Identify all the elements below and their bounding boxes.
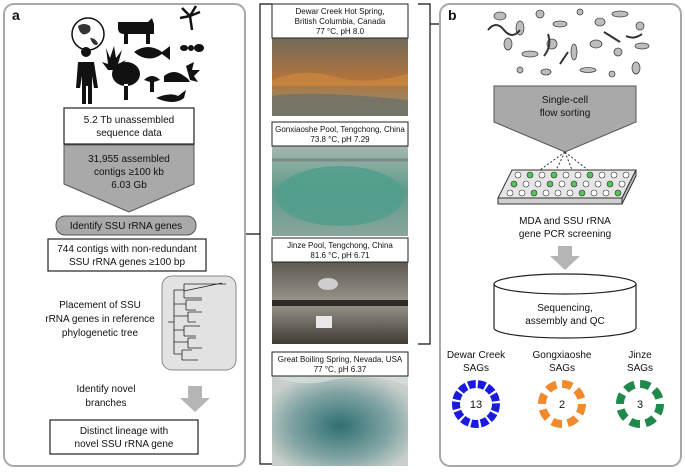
placement-line3: phylogenetic tree: [62, 328, 139, 339]
right-bracket: [418, 3, 440, 345]
sag-group-gongxiaoshe: Gongxiaoshe SAGs 2: [533, 350, 592, 428]
sag-dewar-count: 13: [470, 399, 482, 411]
panel-b-letter: b: [448, 7, 457, 23]
placement-line2: rRNA genes in reference: [45, 314, 155, 325]
fish-icon: [134, 46, 170, 60]
placement-line1: Placement of SSU: [59, 300, 141, 311]
sag-gong-label2: SAGs: [549, 363, 575, 374]
identify-ssu-pill: [55, 215, 197, 236]
site-4-name: Great Boiling Spring, Nevada, USA: [278, 355, 403, 364]
box2-line3: 6.03 Gb: [111, 180, 147, 191]
assembly-funnel: [63, 144, 195, 213]
left-bracket: [246, 3, 272, 465]
panel-b-frame: [439, 3, 682, 467]
phylogenetic-tree-icon: [168, 282, 226, 361]
identify-novel-line1: Identify novel: [77, 384, 136, 395]
rodent-icon: [164, 72, 190, 82]
site-photo-1: [272, 36, 408, 116]
site-photo-4: [272, 376, 408, 466]
lineage-line2: novel SSU rRNA gene: [75, 439, 174, 450]
site-3-name: Jinze Pool, Tengchong, China: [287, 241, 393, 250]
box2-line1: 31,955 assembled: [88, 154, 170, 165]
sequencing-line2: assembly and QC: [525, 316, 604, 327]
site-3-conditions: 81.6 °C, pH 6.71: [310, 251, 370, 260]
sag-jinze-label1: Jinze: [628, 350, 652, 361]
plate-wells: [506, 171, 630, 197]
tree-icon: [112, 62, 140, 100]
sequencing-cylinder: [493, 273, 637, 339]
site-photo-2: [272, 144, 408, 236]
down-arrow-b: [550, 246, 580, 270]
mda-line1: MDA and SSU rRNA: [519, 216, 611, 227]
box2-line2: contigs ≥100 kb: [94, 167, 164, 178]
sag-jinze-label2: SAGs: [627, 363, 653, 374]
sequencing-line1: Sequencing,: [537, 303, 593, 314]
microbe-filaments-icon: [487, 24, 643, 65]
contigs-line1: 744 contigs with non-redundant: [57, 244, 197, 255]
site-1-conditions: 77 °C, pH 8.0: [316, 27, 365, 36]
mda-line2: gene PCR screening: [519, 229, 611, 240]
sag-jinze-ring: [616, 380, 664, 428]
site-1-location: British Columbia, Canada: [295, 17, 386, 26]
bird-icon: [156, 90, 186, 102]
site-2-name: Gonxiaoshe Pool, Tengchong, China: [275, 125, 405, 134]
sorting-line2: flow sorting: [540, 108, 591, 119]
box1-line1: 5.2 Tb unassembled: [84, 115, 174, 126]
contigs-line2: SSU rRNA genes ≥100 bp: [69, 257, 186, 268]
sag-gong-count: 2: [559, 399, 565, 411]
globe-icon: [71, 17, 105, 51]
panel-a-letter: a: [12, 7, 20, 23]
sag-group-jinze: Jinze SAGs 3: [616, 350, 664, 428]
organism-silhouettes: [71, 5, 204, 104]
contigs-box: [47, 238, 207, 272]
down-arrow-a: [180, 386, 210, 412]
sag-gong-label1: Gongxiaoshe: [533, 350, 592, 361]
site-label-box-2: [271, 121, 409, 147]
identify-ssu-label: Identify SSU rRNA genes: [70, 221, 182, 232]
flower-icon: [186, 62, 200, 82]
sorting-funnel: [493, 85, 637, 153]
mushroom-icon: [144, 76, 160, 92]
sag-jinze-count: 3: [637, 399, 643, 411]
sorting-line1: Single-cell: [542, 95, 588, 106]
sag-dewar-ring: [452, 380, 500, 428]
sag-dewar-label2: SAGs: [463, 363, 489, 374]
dispense-lines: [539, 151, 589, 171]
site-label-box-1: [271, 3, 409, 39]
ant-icon: [180, 44, 204, 52]
cow-icon: [118, 18, 154, 44]
sag-group-dewar: Dewar Creek SAGs 13: [447, 350, 506, 428]
panel-a-frame: [3, 3, 246, 467]
site-2-conditions: 73.8 °C, pH 7.29: [310, 135, 370, 144]
sequence-data-box: [63, 107, 195, 145]
sag-dewar-label1: Dewar Creek: [447, 350, 506, 361]
site-label-box-3: [271, 237, 409, 263]
human-icon: [76, 47, 98, 104]
identify-novel-line2: branches: [85, 398, 126, 409]
site-1-name: Dewar Creek Hot Spring,: [296, 7, 385, 16]
site-4-conditions: 77 °C, pH 6.37: [314, 365, 367, 374]
microbe-cells-icon: [493, 8, 650, 78]
site-label-box-4: [271, 351, 409, 377]
sag-gong-ring: [538, 380, 586, 428]
box1-line2: sequence data: [96, 128, 162, 139]
phylogenetic-tree-box: [161, 275, 237, 371]
lineage-box: [49, 419, 199, 455]
palm-icon: [179, 5, 201, 31]
site-photo-3: [272, 262, 408, 344]
lineage-line1: Distinct lineage with: [80, 426, 168, 437]
